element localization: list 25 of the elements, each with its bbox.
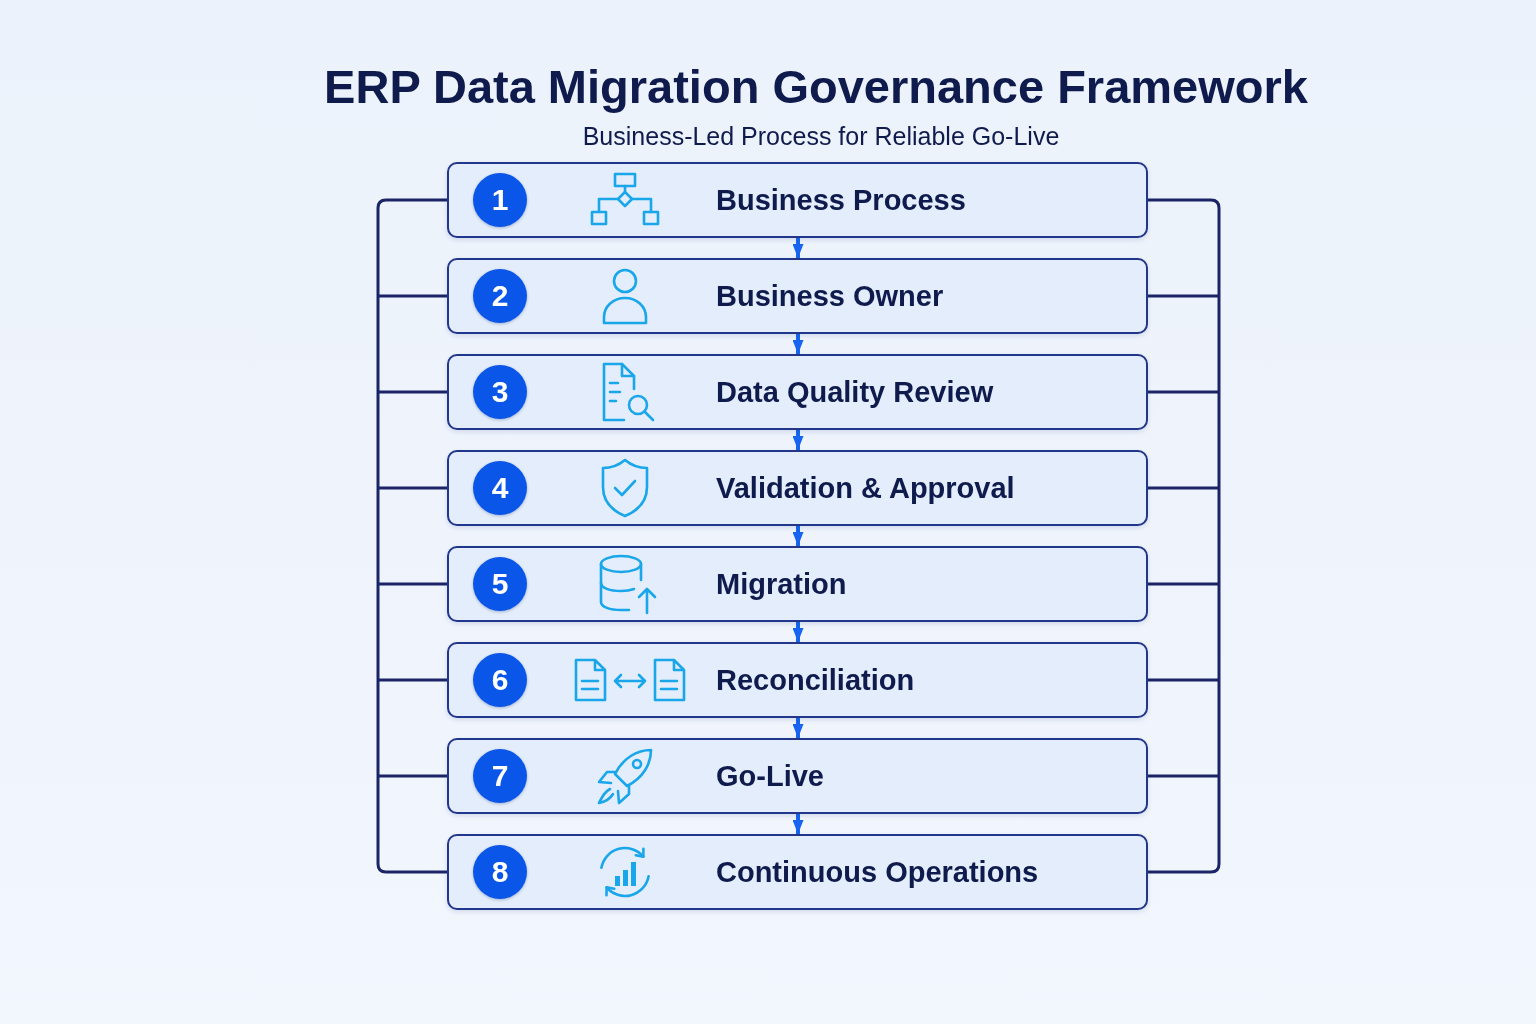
step-label: Continuous Operations (716, 854, 1039, 890)
step-label: Business Process (716, 182, 966, 218)
step-label: Business Owner (716, 278, 944, 314)
title: ERP Data Migration Governance Framework (324, 59, 1308, 115)
arrow (792, 814, 804, 834)
step-label: Go-Live (716, 758, 824, 794)
step-label: Reconciliation (716, 662, 915, 698)
step-card (447, 450, 1148, 526)
arrow (792, 238, 804, 258)
step-label: Migration (716, 566, 847, 602)
step-label: Validation & Approval (716, 470, 1015, 506)
arrow (792, 622, 804, 642)
step-card (447, 258, 1148, 334)
arrow (792, 526, 804, 546)
arrow (792, 334, 804, 354)
step-card (447, 834, 1148, 910)
step-label: Data Quality Review (716, 374, 994, 410)
step-card (447, 162, 1148, 238)
arrow (792, 430, 804, 450)
step-card (447, 642, 1148, 718)
arrow (792, 718, 804, 738)
step-card (447, 738, 1148, 814)
step-card (447, 354, 1148, 430)
subtitle: Business-Led Process for Reliable Go-Live (582, 121, 1060, 152)
step-card (447, 546, 1148, 622)
